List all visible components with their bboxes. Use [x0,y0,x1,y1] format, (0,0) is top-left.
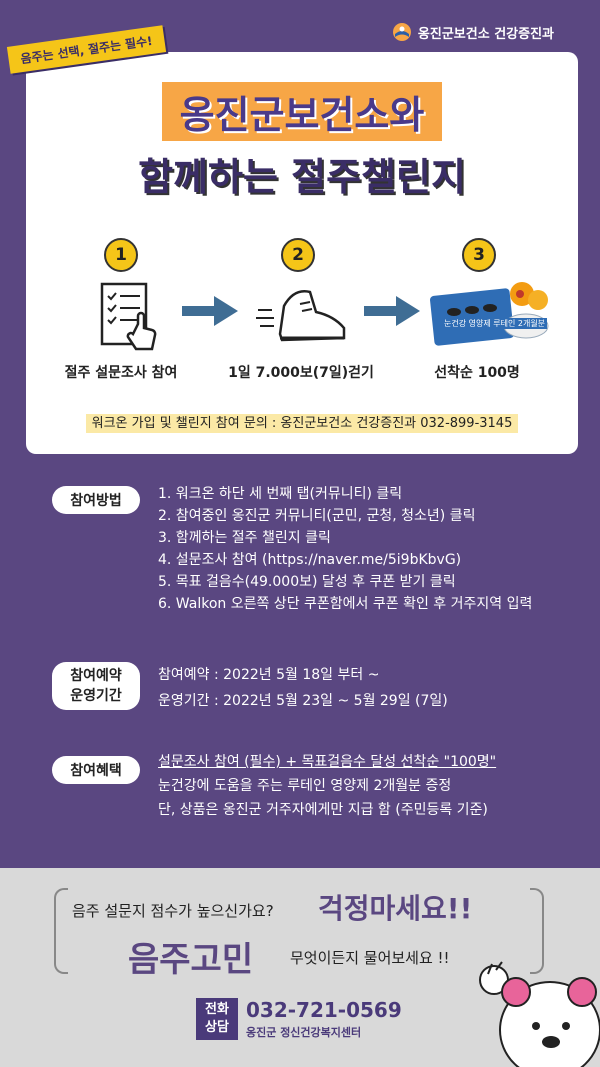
benefit-list: 설문조사 참여 (필수) + 목표걸음수 달성 선착순 "100명" 눈건강에 … [158,750,496,822]
center-name: 옹진군 정신건강복지센터 [246,1026,362,1039]
method-step-3: 3. 함께하는 절주 챌린지 클릭 [158,530,331,546]
period-tag: 참여예약 운영기간 [52,662,140,710]
method-tag: 참여방법 [52,486,140,514]
operation-period: 운영기간 : 2022년 5월 23일 ~ 5월 29일 (7일) [158,693,448,709]
method-step-1: 1. 워크온 하단 세 번째 탭(커뮤니티) 클릭 [158,486,403,502]
method-step-4[interactable]: 4. 설문조사 참여 (https://naver.me/5i9bKbvG) [158,552,462,568]
reassure-text: 걱정마세요!! [318,892,473,925]
period-list: 참여예약 : 2022년 5월 18일 부터 ~ 운영기간 : 2022년 5월… [158,662,448,714]
supplement-icon [430,282,549,346]
inquiry-text: 워크온 가입 및 챌린지 참여 문의 : 옹진군보건소 건강증진과 032-89… [26,412,578,433]
org-header: 옹진군보건소 건강증진과 [392,22,554,42]
benefit-line-2: 눈건강에 도움을 주는 루테인 영양제 2개월분 증정 [158,778,452,794]
phone-label-2: 상담 [205,1020,229,1035]
ask-text: 무엇이든지 물어보세요 !! [290,949,450,967]
arrow-right-icon [364,296,420,326]
method-list: 1. 워크온 하단 세 번째 탭(커뮤니티) 클릭 2. 참여중인 옹진군 커뮤… [158,483,532,615]
question-text: 음주 설문지 점수가 높으신가요? [72,902,274,920]
step-1-label: 절주 설문조사 참여 [64,365,178,381]
benefit-line-3: 단, 상품은 옹진군 거주자에게만 지급 함 (주민등록 기준) [158,802,488,818]
shoe-icon [256,290,346,342]
step-2-label: 1일 7.000보(7일)걷기 [228,365,374,381]
mascot-bear-icon [479,961,600,1067]
phone-number[interactable]: 032-721-0569 [246,998,402,1022]
benefit-tag: 참여혜택 [52,756,140,784]
headline-text: 음주고민 [128,940,254,980]
phone-label-1: 전화 [205,1002,229,1017]
title-line-2: 함께하는 절주챌린지 [26,144,578,207]
right-bracket [530,888,544,974]
step-3-label: 선착순 100명 [434,365,520,381]
method-step-2: 2. 참여중인 옹진군 커뮤니티(군민, 군청, 청소년) 클릭 [158,508,476,524]
step-2-number: 2 [281,238,315,272]
survey-form-icon [100,282,157,351]
method-step-5: 5. 목표 걸음수(49.000보) 달성 후 쿠폰 받기 클릭 [158,574,456,590]
left-bracket [54,888,68,974]
reservation-period: 참여예약 : 2022년 5월 18일 부터 ~ [158,667,380,683]
challenge-card: 옹진군보건소와 함께하는 절주챌린지 1 절주 설문조사 참여 2 1일 7.0… [26,52,578,454]
arrow-right-icon [182,296,238,326]
period-tag-line-1: 참여예약 [70,668,122,684]
step-1-number: 1 [104,238,138,272]
method-step-6: 6. Walkon 오른쪽 상단 쿠폰함에서 쿠폰 확인 후 거주지역 입력 [158,596,533,612]
benefit-line-1: 설문조사 참여 (필수) + 목표걸음수 달성 선착순 "100명" [158,754,497,770]
org-name: 옹진군보건소 건강증진과 [417,26,554,42]
title-line-1: 옹진군보건소와 [26,82,578,141]
supplement-text: 눈건강 영양제 루테인 2개월분 [442,318,548,329]
phone-counsel-badge: 전화 상담 [196,998,238,1040]
period-tag-line-2: 운영기간 [70,688,122,704]
health-center-logo-icon [392,23,411,41]
step-3-number: 3 [462,238,496,272]
